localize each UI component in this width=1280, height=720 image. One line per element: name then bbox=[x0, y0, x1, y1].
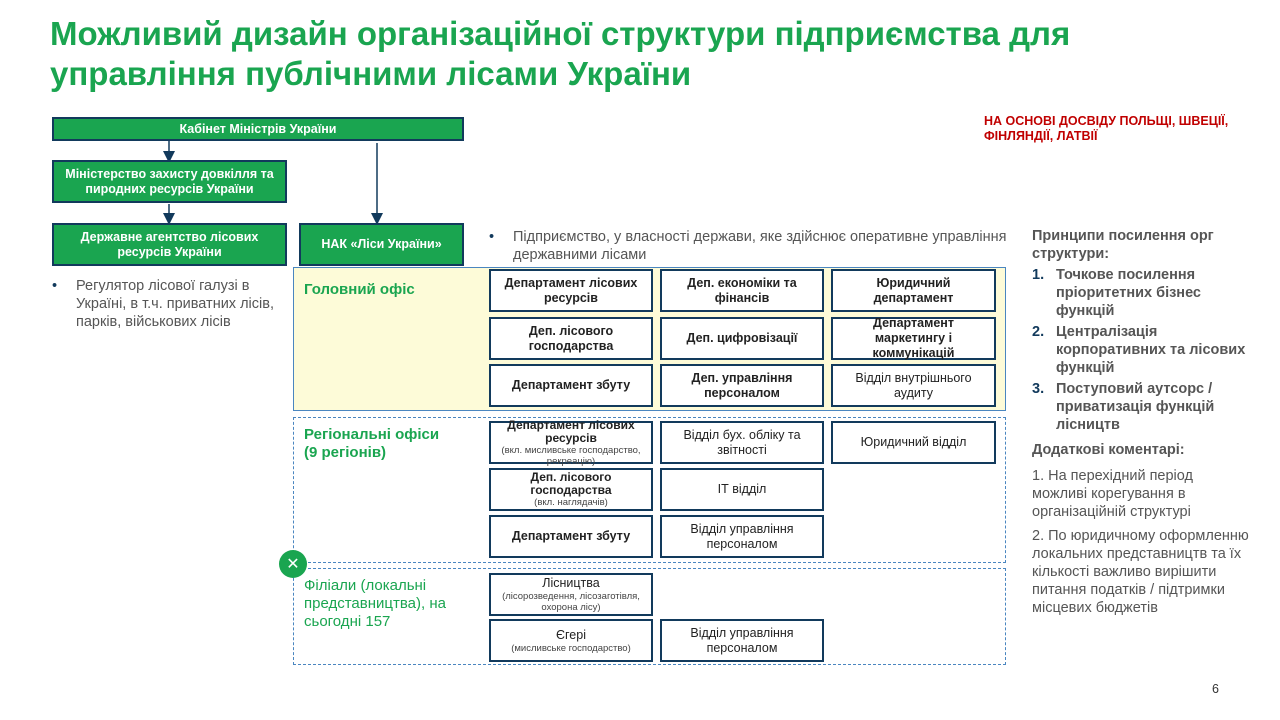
regional-legal: Юридичний відділ bbox=[831, 421, 996, 464]
agency-bullet: • Регулятор лісової галузі в Україні, в … bbox=[52, 277, 292, 333]
head-dept-sales: Департамент збуту bbox=[489, 364, 653, 407]
ministry-label: Міністерство захисту довкілля та пиродни… bbox=[65, 166, 274, 196]
head-dept-marketing: Департамент маркетингу і коммунікацій bbox=[831, 316, 996, 360]
head-office-label: Головний офіс bbox=[304, 281, 415, 298]
comment-2: 2. По юридичному оформленню локальних пр… bbox=[1032, 528, 1249, 616]
page-number: 6 bbox=[1212, 682, 1219, 696]
regional-label: Регіональні офіси (9 регіонів) bbox=[304, 426, 440, 461]
regional-dept-forest-resources: Департамент лісових ресурсів (вкл. мисли… bbox=[489, 418, 653, 467]
page-title: Можливий дизайн організаційної структури… bbox=[50, 15, 1071, 92]
head-dept-digitalization: Деп. цифровізації bbox=[660, 317, 824, 360]
source-note: НА ОСНОВІ ДОСВІДУ ПОЛЬЩІ, ШВЕЦІЇ, ФІНЛЯН… bbox=[984, 114, 1229, 143]
comments-heading: Додаткові коментарі: bbox=[1032, 442, 1185, 458]
branches-label: Філіали (локальні представництва), на сь… bbox=[304, 577, 446, 630]
head-internal-audit: Відділ внутрішнього аудиту bbox=[831, 364, 996, 407]
regional-zone bbox=[293, 417, 1006, 563]
principles-list: 1. Точкове посилення пріоритетних бізнес… bbox=[1032, 267, 1246, 433]
regional-it: ІТ відділ bbox=[660, 468, 824, 511]
bullet-dot: • bbox=[489, 229, 495, 245]
branches-zone bbox=[293, 568, 1006, 665]
ministry-box: Міністерство захисту довкілля та пиродни… bbox=[52, 160, 287, 203]
close-icon[interactable]: ✕ bbox=[279, 550, 307, 578]
nak-bullet-text: Підприємство, у власності держави, яке з… bbox=[513, 229, 1007, 263]
branch-huntsmen: Єгері (мисливське господарство) bbox=[489, 619, 653, 662]
agency-bullet-text: Регулятор лісової галузі в Україні, в т.… bbox=[76, 278, 274, 330]
head-dept-economics-finance: Деп. економіки та фінансів bbox=[660, 269, 824, 312]
nak-bullet: • Підприємство, у власності держави, яке… bbox=[489, 228, 1009, 266]
head-dept-forest-resources: Департамент лісових ресурсів bbox=[489, 269, 653, 312]
regional-hr: Відділ управління персоналом bbox=[660, 515, 824, 558]
head-dept-legal: Юридичний департамент bbox=[831, 269, 996, 312]
nak-label: НАК «Ліси України» bbox=[321, 237, 442, 251]
nak-box: НАК «Ліси України» bbox=[299, 223, 464, 266]
agency-label: Державне агентство лісових ресурсів Укра… bbox=[80, 229, 259, 259]
regional-accounting: Відділ бух. обліку та звітності bbox=[660, 421, 824, 464]
branch-forestries: Лісництва (лісорозведення, лісозаготівля… bbox=[489, 573, 653, 616]
agency-box: Державне агентство лісових ресурсів Укра… bbox=[52, 223, 287, 266]
head-dept-forestry: Деп. лісового господарства bbox=[489, 317, 653, 360]
principles-heading: Принципи посилення орг структури: bbox=[1032, 228, 1214, 262]
regional-dept-forestry: Деп. лісового господарства (вкл. нагляда… bbox=[489, 468, 653, 511]
regional-dept-sales: Департамент збуту bbox=[489, 515, 653, 558]
branch-hr: Відділ управління персоналом bbox=[660, 619, 824, 662]
head-dept-hr: Деп. управління персоналом bbox=[660, 364, 824, 407]
cabinet-label: Кабінет Міністрів України bbox=[179, 121, 337, 136]
cabinet-box: Кабінет Міністрів України bbox=[52, 117, 464, 141]
bullet-dot: • bbox=[52, 278, 58, 294]
comment-1: 1. На перехідний період можливі корегува… bbox=[1032, 468, 1193, 520]
